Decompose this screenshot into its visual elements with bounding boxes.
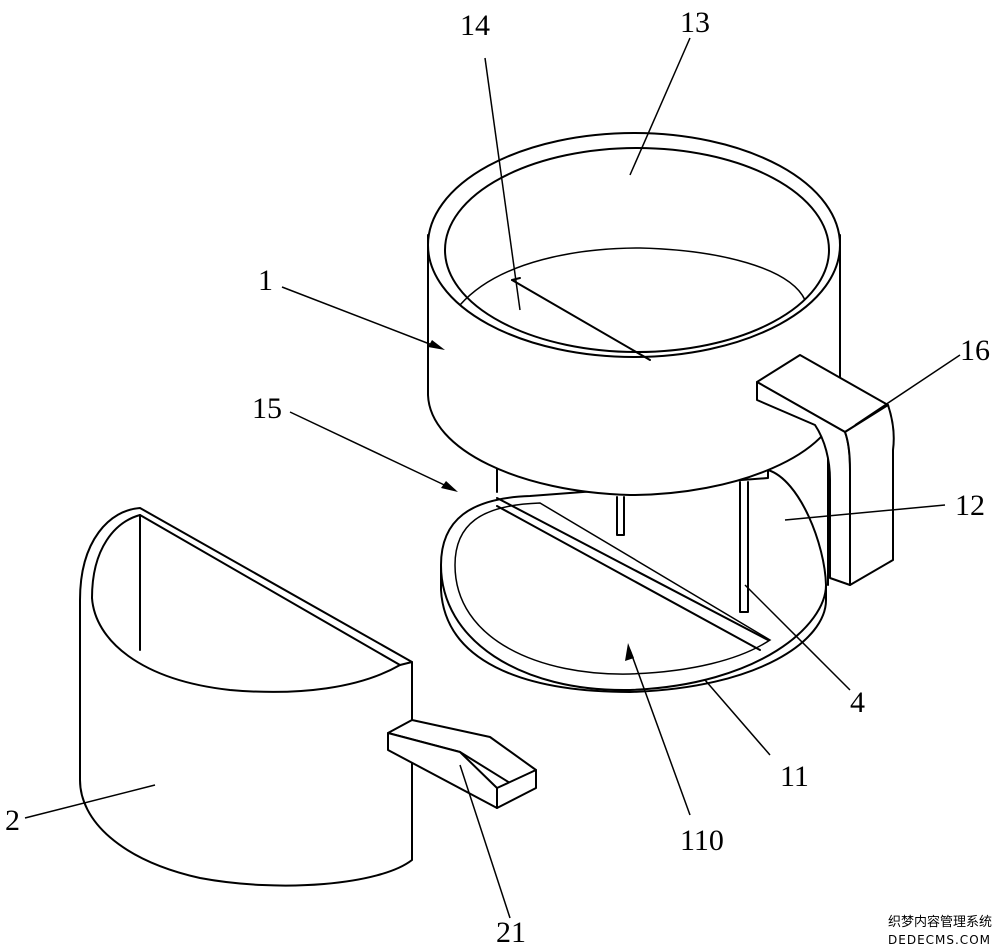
inner-opening-line (511, 279, 651, 361)
divider-plate-top (496, 497, 769, 641)
top-rim-inner (444, 147, 830, 353)
label-1: 1 (258, 264, 273, 297)
label-15: 15 (252, 392, 282, 425)
leader-16 (854, 354, 961, 426)
guide-rail-2 (739, 481, 749, 613)
drawer-front-edge (399, 661, 413, 666)
watermark-line2: DEDECMS.COM (888, 933, 991, 947)
leader-lines (24, 37, 961, 919)
drawer-handle (387, 719, 537, 809)
leader-11 (704, 679, 771, 756)
drawer-body (79, 507, 413, 887)
base-plate-inner-rim (454, 502, 772, 675)
leader-4 (744, 584, 851, 691)
base-plate-rim (440, 564, 827, 693)
label-21: 21 (496, 916, 526, 949)
arrow-110 (625, 643, 634, 661)
drawer (79, 507, 537, 887)
watermark: 织梦内容管理系统 DEDECMS.COM (888, 914, 992, 947)
leader-21 (459, 764, 511, 919)
label-110: 110 (680, 824, 724, 857)
main-handle (756, 354, 895, 586)
watermark-line1: 织梦内容管理系统 (888, 914, 992, 930)
leader-1 (281, 286, 441, 349)
label-13: 13 (680, 6, 710, 39)
guide-rail-1 (616, 496, 625, 536)
label-16: 16 (960, 334, 990, 367)
leader-14 (484, 57, 521, 311)
drawer-top-rim (91, 514, 401, 666)
leader-2 (24, 784, 156, 819)
label-4: 4 (850, 686, 865, 719)
leader-13 (629, 37, 691, 176)
drawer-inner-curve (91, 597, 401, 693)
label-11: 11 (780, 760, 809, 793)
leader-15 (289, 411, 456, 491)
divider-plate-bottom (496, 505, 761, 651)
leader-110 (629, 649, 691, 816)
arrow-15 (441, 481, 458, 492)
label-12: 12 (955, 489, 985, 522)
drawer-handle-end (496, 769, 537, 809)
label-2: 2 (5, 804, 20, 837)
leader-12 (784, 504, 946, 521)
arrow-1 (428, 340, 445, 350)
label-14: 14 (460, 9, 490, 42)
handle-side-face (844, 404, 895, 586)
main-container (427, 132, 895, 693)
inner-bottom-edge (459, 247, 806, 306)
reference-labels: 1 2 4 11 12 13 14 15 16 21 110 (5, 6, 990, 949)
